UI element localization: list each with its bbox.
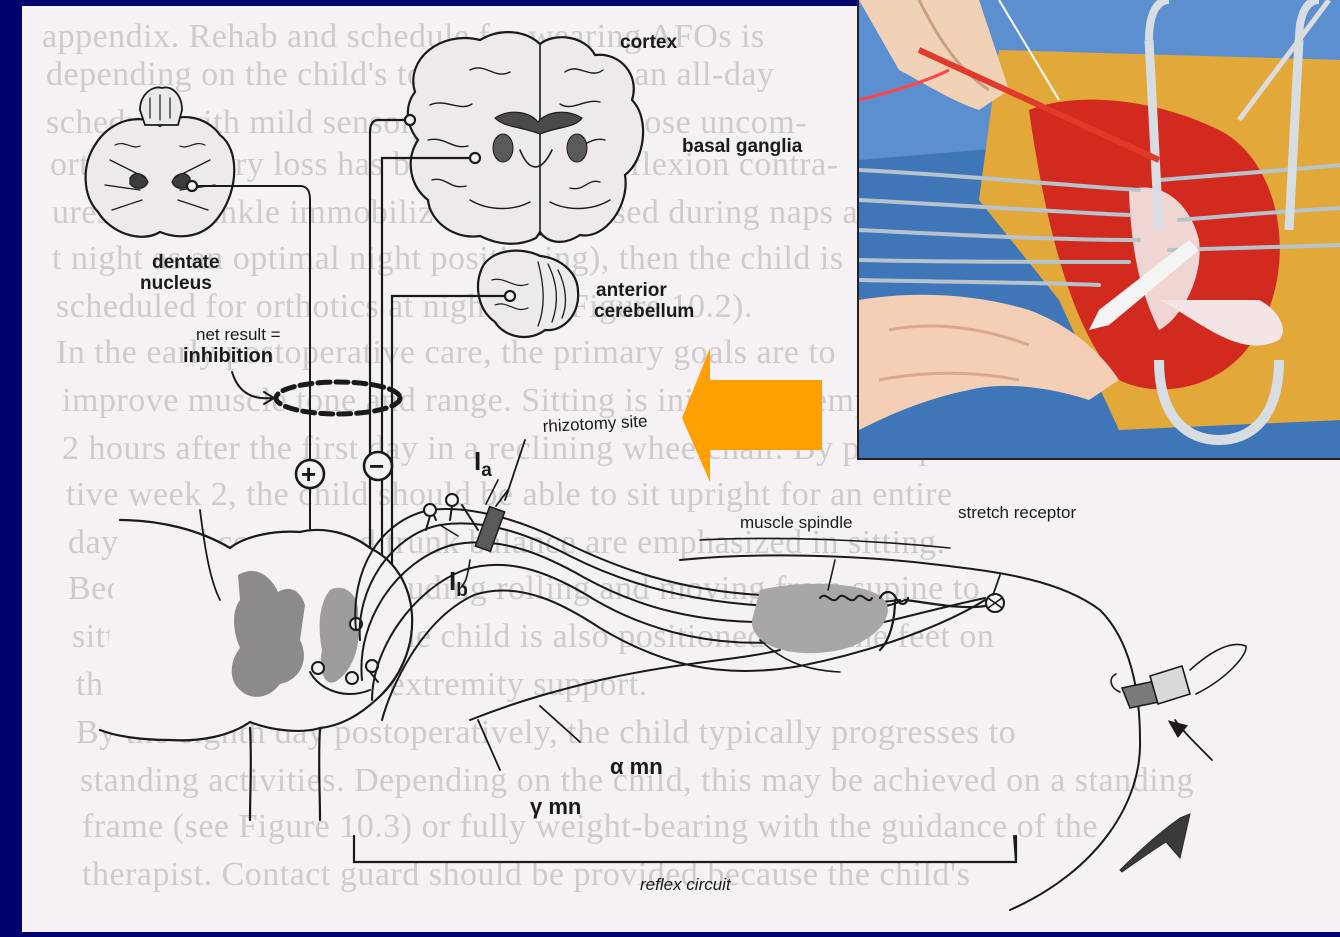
surgical-photo xyxy=(857,0,1340,460)
label-minus: − xyxy=(369,451,384,481)
label-rhizotomy-site: rhizotomy site xyxy=(542,412,648,436)
label-anterior-cerebellum-1: anterior xyxy=(596,280,667,301)
label-ib-sub: b xyxy=(456,580,468,601)
surgical-photo-drawing xyxy=(859,0,1340,458)
label-alpha-mn: α mn xyxy=(610,754,663,779)
orange-arrow xyxy=(682,348,822,482)
anterior-cerebellum xyxy=(478,251,578,337)
label-anterior-cerebellum-2: cerebellum xyxy=(594,301,694,322)
label-basal-ganglia: basal ganglia xyxy=(682,136,803,157)
label-muscle-spindle: muscle spindle xyxy=(740,513,852,532)
reflex-hammer xyxy=(1111,644,1246,760)
cerebellum-dentate xyxy=(86,87,235,236)
cortex-brain xyxy=(408,32,643,244)
label-gamma-mn: γ mn xyxy=(530,794,581,819)
label-inhibition: inhibition xyxy=(183,345,273,367)
label-net-result: net result = xyxy=(196,325,281,344)
label-reflex-circuit: reflex circuit xyxy=(640,875,732,894)
label-ia: Ia xyxy=(474,446,492,481)
label-ib-main: I xyxy=(449,566,456,596)
label-ia-sub: a xyxy=(481,460,492,481)
label-dentate-nucleus-1: dentate xyxy=(152,252,220,273)
label-stretch-receptor: stretch receptor xyxy=(958,503,1076,522)
label-dentate-nucleus-2: nucleus xyxy=(140,273,212,294)
reflex-circuit-bracket xyxy=(354,836,1016,862)
label-cortex: cortex xyxy=(620,32,677,53)
label-ia-main: I xyxy=(474,446,481,476)
motion-arrow xyxy=(1120,814,1190,872)
label-plus: + xyxy=(301,459,316,489)
